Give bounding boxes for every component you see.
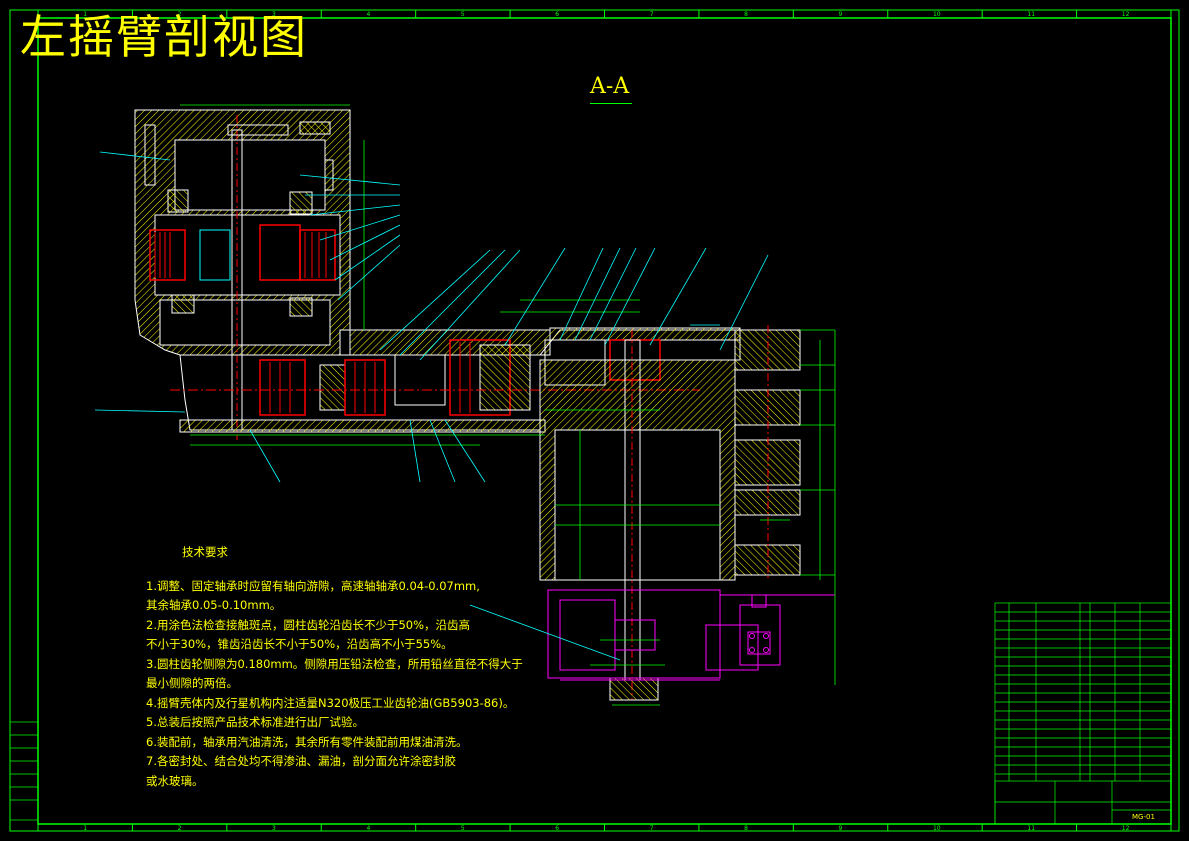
output-housing bbox=[539, 325, 801, 701]
outer-border bbox=[9, 9, 1180, 832]
border-number: 8 bbox=[744, 825, 748, 832]
note-line: 不小于30%，锥齿沿齿长不小于50%，沿齿高不小于55%。 bbox=[146, 637, 453, 651]
border-number: 4 bbox=[366, 11, 370, 18]
note-line: 其余轴承0.05-0.10mm。 bbox=[146, 598, 282, 612]
parts-list bbox=[994, 602, 1172, 825]
border-number: 11 bbox=[1027, 825, 1035, 832]
border-number: 3 bbox=[272, 825, 276, 832]
notes-heading: 技术要求 bbox=[182, 545, 228, 559]
border-number: 9 bbox=[839, 11, 843, 18]
motor-assembly bbox=[547, 589, 835, 681]
border-number: 2 bbox=[178, 11, 182, 18]
border-number: 10 bbox=[933, 11, 941, 18]
border-number: 5 bbox=[461, 11, 465, 18]
border-number: 4 bbox=[366, 825, 370, 832]
border-number: 7 bbox=[650, 11, 654, 18]
drawing-number: MG-01 bbox=[1132, 813, 1155, 821]
note-line: 6.装配前，轴承用汽油清洗，其余所有零件装配前用煤油清洗。 bbox=[146, 734, 468, 749]
border-number: 9 bbox=[839, 825, 843, 832]
dimension-lines bbox=[180, 104, 836, 706]
border-number: 11 bbox=[1027, 11, 1035, 18]
note-line: 4.摇臂壳体内及行星机构内注适量N320极压工业齿轮油(GB5903-86)。 bbox=[146, 695, 515, 710]
revision-table bbox=[9, 721, 39, 821]
border-number: 7 bbox=[650, 825, 654, 832]
border-number: 1 bbox=[83, 11, 87, 18]
border-number: 10 bbox=[933, 825, 941, 832]
border-number: 2 bbox=[178, 825, 182, 832]
note-line: 最小侧隙的两倍。 bbox=[146, 676, 238, 690]
section-underline bbox=[590, 103, 632, 104]
border-number: 8 bbox=[744, 11, 748, 18]
note-line: 7.各密封处、结合处均不得渗油、漏油，剖分面允许涂密封胶 bbox=[146, 754, 456, 768]
border-number: 6 bbox=[555, 11, 559, 18]
note-line: 3.圆柱齿轮侧隙为0.180mm。侧隙用压铅法检查，所用铅丝直径不得大于 bbox=[146, 656, 523, 671]
border-number: 5 bbox=[461, 825, 465, 832]
border-number: 1 bbox=[83, 825, 87, 832]
border-number: 12 bbox=[1122, 825, 1130, 832]
border-number: 6 bbox=[555, 825, 559, 832]
note-line: 1.调整、固定轴承时应留有轴向游隙，高速轴轴承0.04-0.07mm, bbox=[146, 578, 480, 593]
note-line: 或水玻璃。 bbox=[146, 773, 204, 788]
note-line: 5.总装后按照产品技术标准进行出厂试验。 bbox=[146, 715, 364, 729]
drawing-title: 左摇臂剖视图 bbox=[20, 10, 308, 64]
note-line: 2.用涂色法检查接触斑点，圆柱齿轮沿齿长不少于50%，沿齿高 bbox=[146, 617, 471, 632]
border-number: 12 bbox=[1122, 11, 1130, 18]
border-number: 3 bbox=[272, 11, 276, 18]
section-label: A-A bbox=[590, 74, 630, 99]
border-ticks bbox=[37, 10, 1172, 831]
leader-lines bbox=[94, 151, 769, 661]
technical-requirements: 技术要求 1.调整、固定轴承时应留有轴向游隙，高速轴轴承0.04-0.07mm,… bbox=[146, 543, 523, 791]
